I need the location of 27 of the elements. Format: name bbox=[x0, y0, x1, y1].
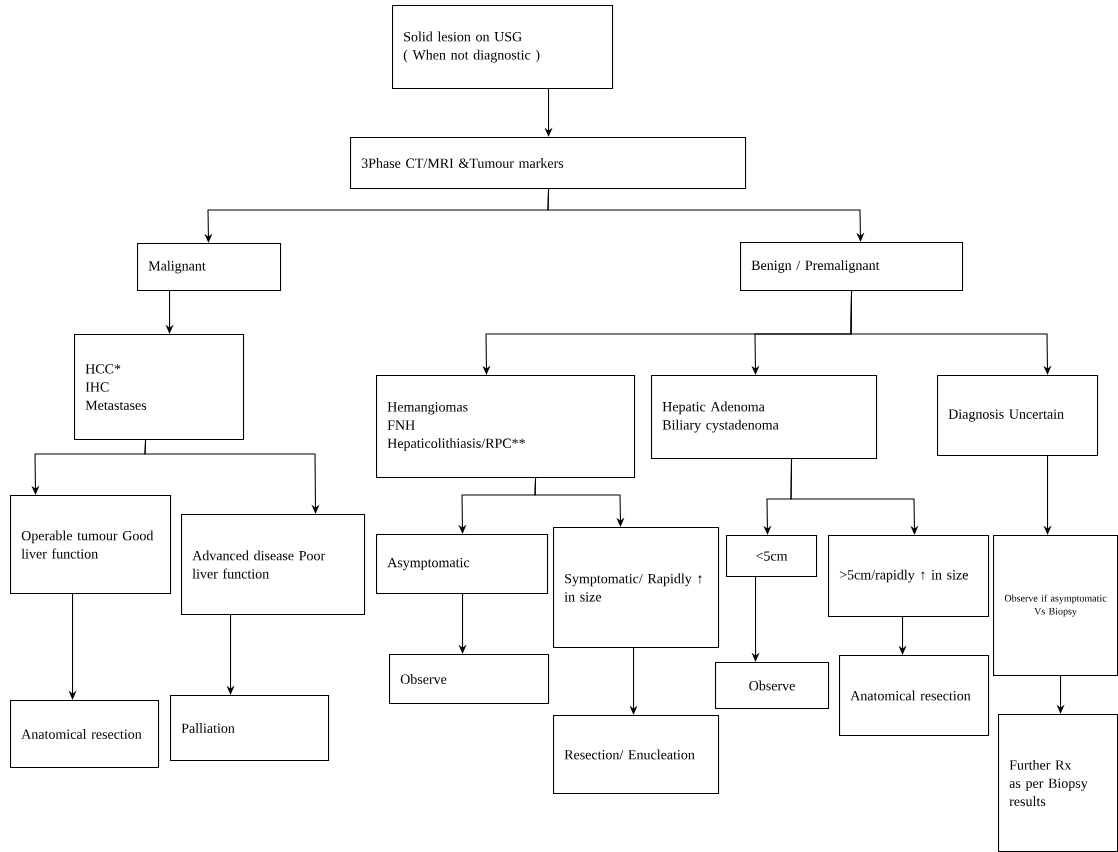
process-box: Benign / Premalignant bbox=[740, 242, 964, 292]
arrow bbox=[790, 458, 919, 535]
process-box: 3Phase CT/MRI &Tumour markers bbox=[350, 137, 747, 190]
process-box: Hepatic Adenoma Biliary cystadenoma bbox=[651, 375, 878, 460]
arrow bbox=[144, 439, 320, 514]
process-box: Hemangiomas FNH Hepaticolithiasis/RPC** bbox=[376, 375, 636, 479]
process-box: Resection/ Enucleation bbox=[553, 715, 720, 795]
process-box: Anatomical resection bbox=[10, 700, 160, 769]
process-box: Observe if asymptomatic Vs Biopsy bbox=[993, 535, 1118, 677]
process-box: Operable tumour Good liver function bbox=[10, 495, 172, 595]
process-box: Observe bbox=[715, 662, 830, 710]
process-box: Further Rx as per Biopsy results bbox=[998, 714, 1118, 852]
arrow bbox=[547, 188, 865, 242]
process-box: <5cm bbox=[726, 535, 818, 578]
process-box: Malignant bbox=[137, 243, 282, 292]
process-box: Observe bbox=[389, 654, 550, 705]
arrow bbox=[534, 477, 625, 527]
process-box: Solid lesion on USG ( When not diagnostic ) bbox=[392, 5, 614, 90]
process-box: Anatomical resection bbox=[839, 655, 990, 737]
process-box: HCC* IHC Metastases bbox=[74, 334, 245, 441]
process-box: Symptomatic/ Rapidly ↑ in size bbox=[553, 527, 720, 649]
process-box: >5cm/rapidly ↑ in size bbox=[828, 535, 990, 618]
process-box: Palliation bbox=[170, 695, 330, 762]
process-box: Advanced disease Poor liver function bbox=[181, 514, 366, 616]
process-box: Diagnosis Uncertain bbox=[937, 375, 1099, 457]
process-box: Asymptomatic bbox=[376, 534, 549, 595]
arrow bbox=[850, 290, 1052, 375]
